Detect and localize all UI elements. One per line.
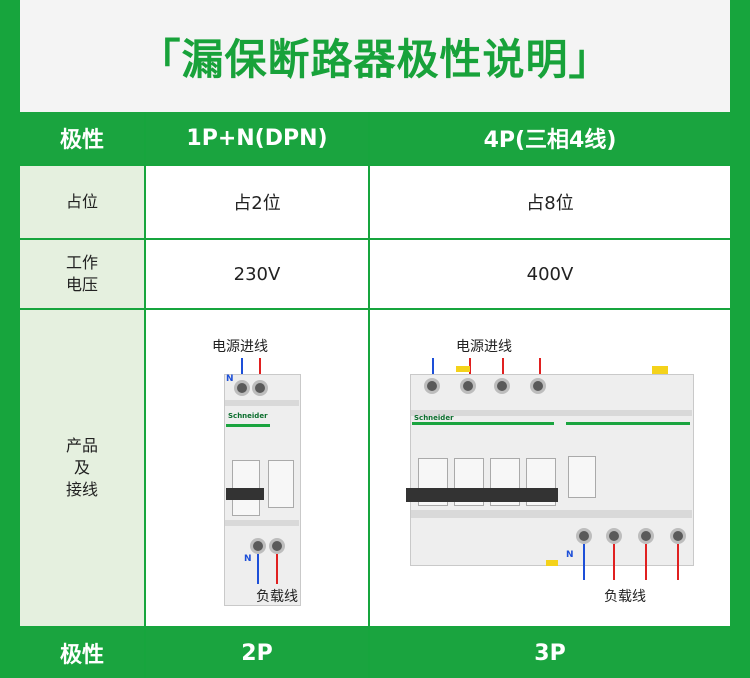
dpn-n-mark-bottom: N: [244, 554, 252, 564]
4p-band: [411, 410, 692, 416]
4p-input-wire-n: [432, 358, 434, 388]
dpn-band: [225, 400, 299, 406]
dpn-input-wire-l: [259, 358, 261, 386]
dpn-handle: [226, 488, 264, 500]
4p-load-label: 负载线: [604, 589, 646, 605]
dpn-output-wire-n: [257, 554, 259, 584]
dpn-input-wire-n: [241, 358, 243, 386]
dpn-terminal-n-top: [234, 380, 250, 396]
footer-3p: 3P: [370, 628, 730, 678]
title-banner: 「漏保断路器极性说明」: [20, 0, 730, 112]
4p-test-button: [568, 456, 596, 498]
dpn-slots: 占2位: [146, 166, 368, 238]
4p-brand-line-right: [566, 422, 690, 425]
dpn-terminal-l-bottom: [269, 538, 285, 554]
4p-voltage: 400V: [370, 240, 730, 308]
dpn-test-button: [268, 460, 294, 508]
label-line: 产品: [65, 436, 98, 455]
label-line: 接线: [65, 480, 98, 499]
4p-n-mark-bottom: N: [566, 550, 574, 560]
label-line: 工作: [65, 253, 98, 272]
label-line: 电压: [65, 275, 98, 294]
page-title: 「漏保断路器极性说明」: [138, 34, 612, 84]
dpn-terminal-l-top: [252, 380, 268, 396]
4p-input-label: 电源进线: [456, 339, 512, 355]
dpn-output-wire-l: [276, 554, 278, 584]
4p-terminal-l3-top: [530, 378, 546, 394]
4p-yellow-tab-2: [652, 366, 668, 374]
header-polarity: 极性: [20, 112, 144, 164]
header-row: 极性 1P+N(DPN) 4P(三相4线): [20, 112, 730, 164]
4p-output-wire-l1: [613, 544, 615, 580]
row-slots: 占位 占2位 占8位: [20, 166, 730, 238]
4p-band-lower: [411, 510, 692, 518]
row-label-product: 产品 及 接线: [20, 310, 144, 626]
header-dpn: 1P+N(DPN): [146, 112, 368, 164]
4p-terminal-l2-top: [494, 378, 510, 394]
4p-input-wire-l1: [469, 358, 471, 388]
4p-slots: 占8位: [370, 166, 730, 238]
dpn-terminal-n-bottom: [250, 538, 266, 554]
dpn-band-lower: [225, 520, 299, 526]
4p-yellow-tab-1: [456, 366, 470, 372]
footer-polarity: 极性: [20, 628, 144, 678]
label-line: 及: [73, 458, 90, 477]
4p-input-wire-l3: [539, 358, 541, 388]
4p-terminal-n-top: [424, 378, 440, 394]
4p-terminal-l3-bottom: [670, 528, 686, 544]
4p-terminal-n-bottom: [576, 528, 592, 544]
dpn-product-image: 电源进线 N Schneider N: [146, 310, 368, 626]
4p-handle-bar: [406, 488, 558, 502]
row-product: 产品 及 接线 电源进线 N Schneider: [20, 310, 730, 626]
dpn-voltage: 230V: [146, 240, 368, 308]
4p-input-wire-l2: [502, 358, 504, 388]
4p-terminal-l1-bottom: [606, 528, 622, 544]
row-voltage: 工作 电压 230V 400V: [20, 240, 730, 308]
4p-brand-line: [412, 422, 554, 425]
row-label-slots: 占位: [20, 166, 144, 238]
dpn-load-label: 负载线: [256, 589, 298, 605]
dpn-input-label: 电源进线: [212, 339, 268, 355]
4p-output-wire-l2: [645, 544, 647, 580]
4p-terminal-l1-top: [460, 378, 476, 394]
4p-output-wire-l3: [677, 544, 679, 580]
footer-2p: 2P: [146, 628, 368, 678]
4p-output-wire-n: [583, 544, 585, 580]
4p-terminal-l2-bottom: [638, 528, 654, 544]
dpn-brand-line: [226, 424, 270, 427]
dpn-n-mark-top: N: [226, 374, 234, 384]
header-4p: 4P(三相4线): [370, 112, 730, 164]
dpn-brand: Schneider: [228, 412, 268, 420]
4p-product-image: 电源进线 Schneider: [370, 310, 730, 626]
4p-yellow-tab-3: [546, 560, 558, 566]
4p-brand: Schneider: [414, 414, 454, 422]
footer-row: 极性 2P 3P: [20, 628, 730, 678]
row-label-voltage: 工作 电压: [20, 240, 144, 308]
